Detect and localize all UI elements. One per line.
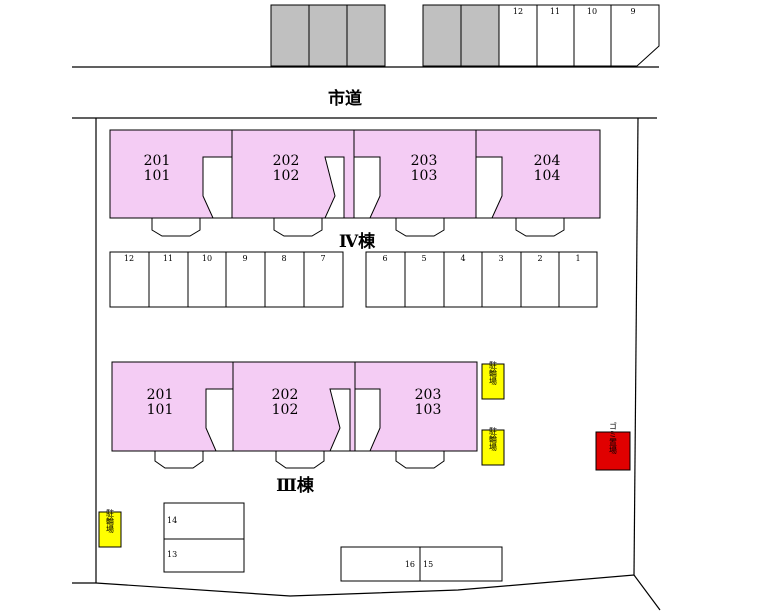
- bike-parking-label: 駐輪場: [106, 508, 115, 534]
- building-iii: [111, 361, 478, 469]
- parking-space: [419, 546, 503, 582]
- unit-number-upper: 201: [144, 153, 171, 169]
- unit-number-lower: 102: [273, 168, 300, 184]
- unit-number-upper: 203: [411, 153, 438, 169]
- unit-number-upper: 202: [272, 387, 299, 403]
- parking-row-right: [365, 251, 598, 308]
- space-label: 10: [202, 254, 212, 263]
- parking-space: [163, 538, 245, 573]
- parking-space: [498, 4, 538, 67]
- unit-number-lower: 101: [144, 168, 171, 184]
- space-label: 14: [167, 516, 177, 525]
- gray-space: [460, 4, 500, 67]
- unit-number-lower: 104: [534, 168, 561, 184]
- parking-space: [610, 4, 660, 67]
- bike-parking-areas: [98, 363, 505, 548]
- building-iii-label: Ⅲ棟: [276, 475, 315, 496]
- space-label: 16: [405, 560, 415, 569]
- unit-number-lower: 103: [415, 402, 442, 418]
- bike-parking-3: [98, 511, 122, 548]
- parking-space: [163, 502, 245, 540]
- space-label: 9: [242, 254, 247, 263]
- space-label: 7: [320, 254, 325, 263]
- building-iv: [109, 129, 601, 237]
- space-label: 4: [460, 254, 465, 263]
- space-label: 2: [537, 254, 542, 263]
- entrance-recesses: [202, 156, 503, 219]
- space-label: 1: [575, 254, 580, 263]
- unit-number-lower: 102: [272, 402, 299, 418]
- top-parking-strip: [270, 4, 660, 67]
- space-label: 10: [587, 7, 597, 16]
- unit-number-upper: 201: [147, 387, 174, 403]
- space-label: 12: [124, 254, 134, 263]
- space-label: 6: [382, 254, 387, 263]
- gray-space: [308, 4, 348, 67]
- space-label: 15: [423, 560, 433, 569]
- road-label: 市道: [328, 88, 362, 109]
- bike-parking-label: 駐輪場: [489, 426, 498, 452]
- bike-parking-2: [481, 429, 505, 466]
- parking-space: [573, 4, 612, 67]
- bike-parking-label: 駐輪場: [489, 360, 498, 386]
- space-label: 13: [167, 550, 177, 559]
- entrance-recesses: [205, 388, 381, 452]
- gray-space: [422, 4, 462, 67]
- lower-parking-bottom: [340, 546, 503, 582]
- unit-number-upper: 204: [534, 153, 561, 169]
- unit-number-upper: 203: [415, 387, 442, 403]
- garbage-station: [595, 431, 631, 471]
- balconies: [151, 217, 565, 237]
- gray-space: [346, 4, 386, 67]
- site-boundary: [72, 117, 661, 611]
- parking-space: [536, 4, 575, 67]
- building-iv-label: Ⅳ棟: [339, 231, 376, 252]
- lower-parking-left: [163, 502, 245, 573]
- gray-space: [270, 4, 310, 67]
- parking-row-left: [109, 251, 344, 308]
- space-label: 11: [163, 254, 173, 263]
- balconies: [154, 450, 445, 469]
- space-label: 12: [513, 7, 523, 16]
- bike-parking-1: [481, 363, 505, 400]
- space-label: 8: [281, 254, 286, 263]
- unit-number-lower: 103: [411, 168, 438, 184]
- unit-number-upper: 202: [273, 153, 300, 169]
- space-label: 3: [498, 254, 503, 263]
- space-label: 11: [550, 7, 560, 16]
- garbage-station-label: ゴミ置場: [609, 421, 618, 455]
- space-label: 5: [421, 254, 426, 263]
- unit-number-lower: 101: [147, 402, 174, 418]
- space-label: 9: [630, 7, 635, 16]
